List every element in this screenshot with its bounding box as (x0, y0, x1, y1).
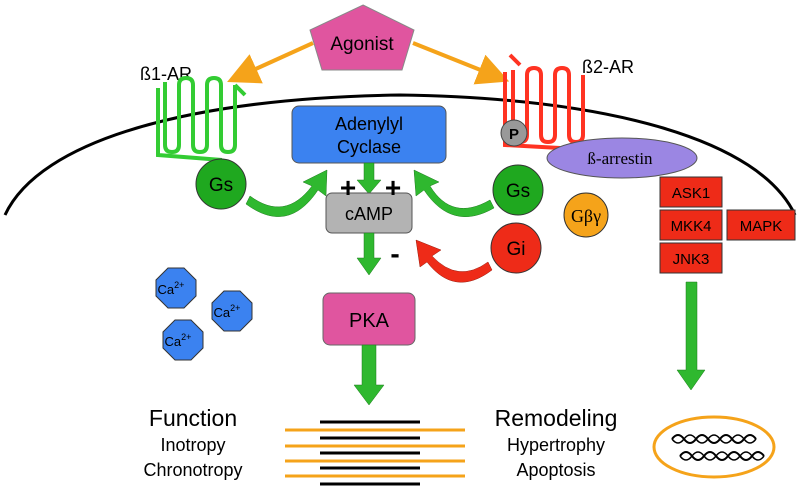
calcium-ion-2: Ca2+ (211, 290, 253, 332)
function-title: Function (149, 405, 237, 431)
calcium-base-2: Ca (214, 305, 231, 320)
adenylyl-cyclase-node: Adenylyl Cyclase (291, 105, 447, 164)
function-item-chronotropy: Chronotropy (143, 460, 242, 480)
remodeling-item-apoptosis: Apoptosis (516, 460, 595, 480)
gbg-label: Gβγ (571, 206, 601, 226)
plus-sign-right: + (385, 172, 401, 203)
calcium-sup-2: 2+ (230, 303, 240, 313)
mkk4-label: MKK4 (671, 218, 712, 235)
jnk3-node: JNK3 (659, 242, 723, 274)
gs-right-node: Gs (492, 164, 544, 216)
gbg-node: Gβγ (563, 192, 609, 238)
calcium-sup-1: 2+ (174, 280, 184, 290)
remodeling-item-hypertrophy: Hypertrophy (507, 435, 605, 455)
nucleus (652, 415, 776, 479)
gs-left-label: Gs (209, 175, 233, 196)
adenylyl-cyclase-line2: Cyclase (337, 137, 401, 157)
calcium-base-1: Ca (158, 282, 175, 297)
camp-label: cAMP (345, 204, 393, 224)
svg-text:Ca2+: Ca2+ (158, 280, 185, 297)
agonist-to-b2-arrow (412, 41, 510, 85)
svg-text:Ca2+: Ca2+ (214, 303, 241, 320)
pka-label: PKA (349, 310, 390, 332)
cell-membrane (3, 93, 797, 216)
dna-strand-2 (679, 451, 765, 461)
agonist-label: Agonist (330, 34, 394, 55)
svg-text:Ca2+: Ca2+ (165, 332, 192, 349)
sarcomere (285, 420, 465, 486)
mkk4-node: MKK4 (659, 209, 723, 241)
mapk-label: MAPK (740, 218, 783, 235)
calcium-base-3: Ca (165, 334, 182, 349)
phospho-label: P (509, 126, 519, 143)
agonist-to-b1-arrow (227, 41, 314, 84)
calcium-sup-3: 2+ (181, 332, 191, 342)
dna-strand-1 (671, 434, 757, 444)
function-item-inotropy: Inotropy (160, 435, 225, 455)
plus-sign-left: + (340, 172, 356, 203)
adenylyl-cyclase-line1: Adenylyl (335, 114, 403, 134)
ask1-label: ASK1 (672, 185, 710, 202)
gs-left-node: Gs (195, 158, 247, 210)
gi-label: Gi (507, 239, 526, 260)
gs-right-stimulation-arrow (413, 169, 495, 217)
b2-ar-label: ß2-AR (582, 57, 634, 77)
gi-inhibition-arrow (415, 239, 493, 283)
agonist-node: Agonist (309, 4, 415, 71)
calcium-ion-1: Ca2+ (155, 267, 197, 309)
ac-to-camp-arrow (356, 162, 382, 195)
b1-ar-receptor (163, 76, 237, 154)
b-arrestin-label: ß-arrestin (587, 149, 653, 168)
b2-ar-receptor (511, 66, 585, 144)
pka-to-sarcomere-arrow (353, 344, 385, 406)
gs-right-label: Gs (506, 181, 530, 202)
mapk-node: MAPK (726, 209, 796, 241)
pka-node: PKA (322, 292, 416, 346)
gs-left-stimulation-arrow (245, 169, 328, 217)
b-arrestin-node: ß-arrestin (546, 137, 698, 179)
jnk3-label: JNK3 (673, 251, 710, 268)
phosphorylation-node: P (500, 119, 528, 147)
camp-to-pka-arrow (356, 232, 382, 276)
gi-node: Gi (490, 222, 542, 274)
b1-ar-label: ß1-AR (140, 64, 192, 84)
remodeling-title: Remodeling (495, 405, 618, 431)
kinase-to-nucleus-arrow (676, 281, 706, 391)
minus-sign: - (390, 238, 399, 269)
calcium-ion-3: Ca2+ (162, 319, 204, 361)
ask1-node: ASK1 (659, 176, 723, 208)
